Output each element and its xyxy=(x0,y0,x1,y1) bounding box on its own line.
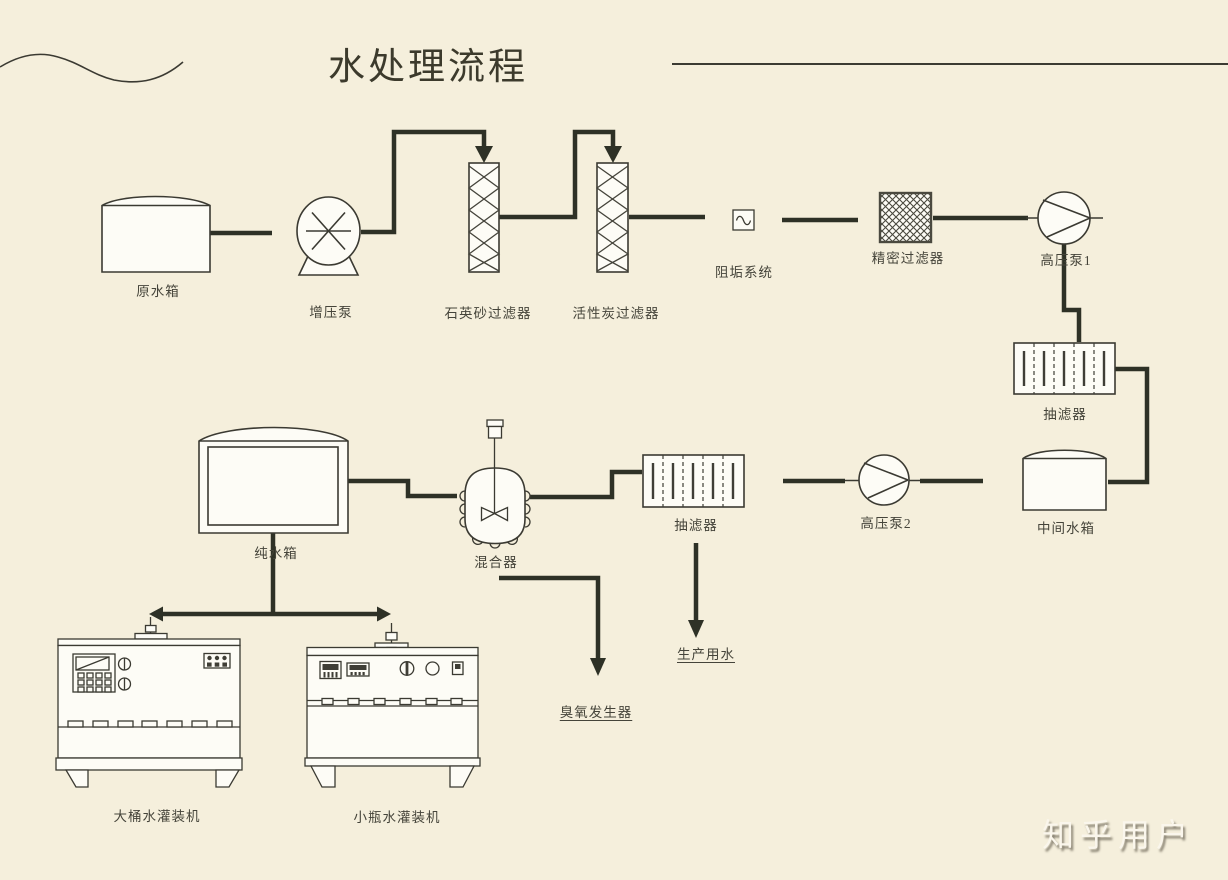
label-ozone-generator: 臭氧发生器 xyxy=(559,705,633,720)
intermediate-water-tank-shape xyxy=(1022,449,1107,511)
antiscaling-system-shape xyxy=(732,209,755,231)
label-barrel-filling-machine: 大桶水灌装机 xyxy=(113,809,201,824)
mixer-motor xyxy=(486,419,504,428)
arrowhead-right-to-bottle-machine xyxy=(377,606,391,622)
label-suction-filter-1: 抽滤器 xyxy=(1043,407,1087,422)
pipe-pump-to-quartz xyxy=(361,129,487,235)
booster-pump-shape xyxy=(296,196,361,276)
label-antiscaling-system: 阻垢系统 xyxy=(715,265,773,280)
label-high-pressure-pump-1: 高压泵1 xyxy=(1040,253,1092,268)
mixer-shape xyxy=(459,419,531,549)
control-panel xyxy=(72,653,116,693)
label-booster-pump: 增压泵 xyxy=(309,305,353,320)
machine-leg xyxy=(449,765,476,788)
pipe-mixer-to-filter2 xyxy=(530,469,642,500)
pure-water-tank-shape xyxy=(198,426,349,534)
machine-leg xyxy=(64,769,89,788)
digital-display xyxy=(346,662,370,677)
arrowhead-into-quartz xyxy=(475,146,493,163)
slot-row xyxy=(321,697,463,706)
suction-filter-1-shape xyxy=(1013,342,1116,395)
label-activated-carbon-filter: 活性炭过滤器 xyxy=(572,306,660,321)
label-pure-water-tank: 纯水箱 xyxy=(254,546,298,561)
suction-filter-2-shape xyxy=(642,454,745,508)
label-raw-water-tank: 原水箱 xyxy=(136,284,180,299)
activated-carbon-filter-shape xyxy=(595,162,630,273)
precision-filter-shape xyxy=(878,191,933,244)
label-bottle-filling-machine: 小瓶水灌装机 xyxy=(353,810,441,825)
quartz-sand-filter-shape xyxy=(467,162,501,273)
pipe-connectors xyxy=(149,129,1150,676)
pipe-quartz-to-carbon xyxy=(499,129,616,220)
arrowhead-production-water xyxy=(688,620,704,638)
arrowhead-into-carbon xyxy=(604,146,622,163)
knob xyxy=(117,657,132,691)
knob xyxy=(399,661,440,676)
pipe-puretank-to-mixer xyxy=(348,478,457,499)
raw-water-tank-shape xyxy=(101,195,211,273)
decorative-wave-line xyxy=(0,53,184,83)
button-group xyxy=(203,652,231,669)
label-intermediate-water-tank: 中间水箱 xyxy=(1037,521,1095,536)
machine-leg xyxy=(309,765,336,788)
pipe-mixer-to-ozone xyxy=(499,575,601,659)
machine-leg xyxy=(215,769,241,788)
pipe-filter1-to-midtank xyxy=(1108,366,1150,485)
barrel-filling-machine-shape xyxy=(55,617,243,788)
high-pressure-pump-1-shape xyxy=(1026,191,1103,245)
slot-row xyxy=(67,720,233,728)
page-title: 水处理流程 xyxy=(328,47,528,88)
label-quartz-sand-filter: 石英砂过滤器 xyxy=(444,306,532,321)
label-suction-filter-2: 抽滤器 xyxy=(674,518,718,533)
arrowhead-ozone-generator xyxy=(590,658,606,676)
mixer-impeller xyxy=(480,506,509,522)
bottle-filling-machine-shape xyxy=(304,623,481,788)
keypad xyxy=(77,672,112,693)
zhihu-user-watermark: 知乎用户 xyxy=(1041,817,1195,853)
power-switch xyxy=(451,661,464,676)
label-mixer: 混合器 xyxy=(474,555,518,570)
label-precision-filter: 精密过滤器 xyxy=(871,251,945,266)
high-pressure-pump-2-shape xyxy=(845,454,920,506)
digital-display xyxy=(319,660,342,680)
arrowhead-left-to-barrel-machine xyxy=(149,606,163,622)
sine-wave-icon xyxy=(735,215,752,226)
pipe-pump1-to-filter1 xyxy=(1061,244,1082,342)
label-production-water: 生产用水 xyxy=(677,647,735,662)
label-high-pressure-pump-2: 高压泵2 xyxy=(860,516,912,531)
